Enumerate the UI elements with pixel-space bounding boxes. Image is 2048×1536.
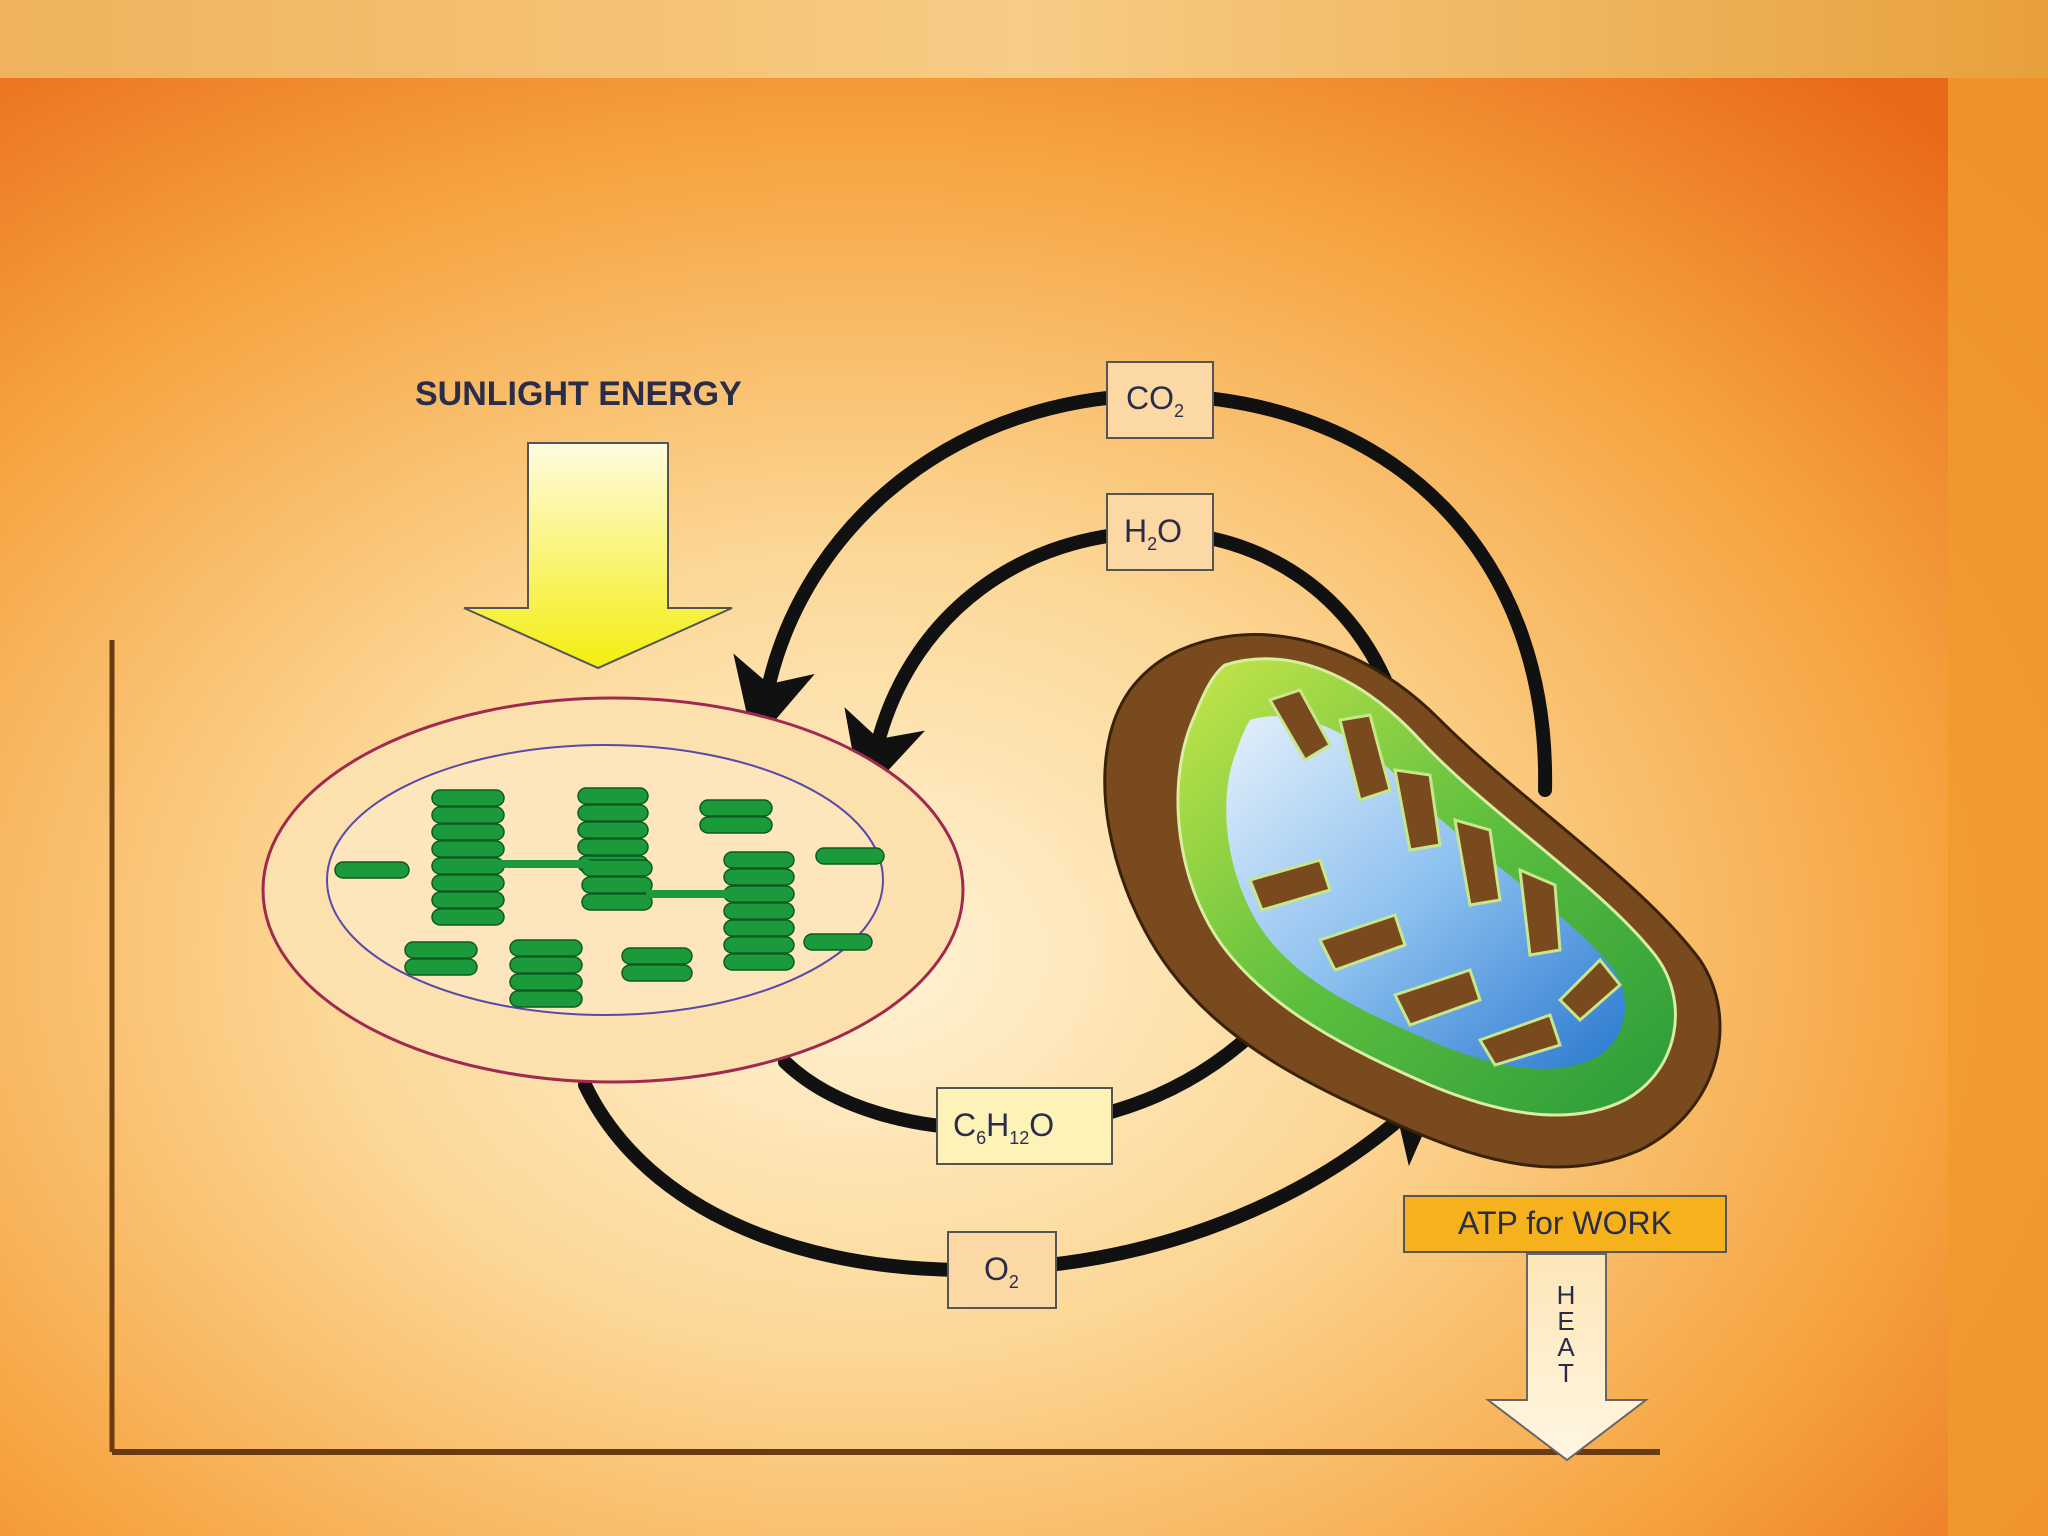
thylakoid-disc	[699, 816, 773, 834]
co2-label: CO2	[1106, 361, 1214, 439]
svg-text:C6H12O: C6H12O	[953, 1107, 1054, 1148]
glucose-label: C6H12O	[936, 1087, 1113, 1165]
glucose-o: O	[1029, 1107, 1054, 1143]
atp-text: ATP for WORK	[1458, 1205, 1672, 1241]
thylakoid-disc	[431, 908, 505, 926]
thylakoid-disc	[723, 885, 795, 903]
thylakoid-disc	[723, 919, 795, 937]
thylakoid-disc	[431, 823, 505, 841]
h2o-h: H	[1124, 513, 1147, 549]
heat-letter-1: H	[1557, 1280, 1576, 1310]
h2o-o: O	[1157, 513, 1182, 549]
thylakoid-disc	[815, 847, 885, 865]
co2-main: CO	[1126, 380, 1174, 416]
thylakoid-disc	[723, 902, 795, 920]
heat-letter-2: E	[1557, 1306, 1574, 1336]
glucose-h-sub: 12	[1009, 1128, 1029, 1148]
thylakoid-disc	[431, 806, 505, 824]
thylakoid-disc	[509, 939, 583, 957]
right-edge-strip	[1948, 78, 2048, 1536]
heat-letter-3: A	[1557, 1332, 1575, 1362]
stroma-lamella	[646, 890, 732, 898]
glucose-h: H	[986, 1107, 1009, 1143]
thylakoid-disc	[431, 857, 505, 875]
co2-sub: 2	[1174, 401, 1184, 421]
h2o-label: H2O	[1106, 493, 1214, 571]
thylakoid-disc	[509, 990, 583, 1008]
thylakoid-disc	[577, 838, 649, 856]
o2-main: O	[984, 1251, 1009, 1287]
heat-letter-4: T	[1558, 1358, 1574, 1388]
glucose-c: C	[953, 1107, 976, 1143]
heat-arrow: H E A T	[1485, 1253, 1649, 1462]
mitochondrion-cristae	[1247, 688, 1623, 1067]
sunlight-arrow	[463, 442, 733, 670]
o2-sub: 2	[1009, 1272, 1019, 1292]
svg-text:CO2: CO2	[1126, 380, 1184, 421]
thylakoid-disc	[723, 851, 795, 869]
mitochondrion	[1103, 633, 1722, 1169]
thylakoid-disc	[581, 876, 653, 894]
thylakoid-disc	[699, 799, 773, 817]
thylakoid-disc	[723, 936, 795, 954]
thylakoid-disc	[431, 840, 505, 858]
thylakoid-disc	[431, 789, 505, 807]
thylakoid-disc	[334, 861, 410, 879]
thylakoid-disc	[723, 953, 795, 971]
thylakoid-stacks	[334, 787, 885, 1008]
sunlight-energy-title: SUNLIGHT ENERGY	[415, 375, 742, 413]
thylakoid-disc	[723, 868, 795, 886]
stroma-lamella	[500, 860, 590, 868]
svg-text:O2: O2	[984, 1251, 1019, 1292]
thylakoid-disc	[803, 933, 873, 951]
thylakoid-disc	[621, 964, 693, 982]
thylakoid-disc	[431, 874, 505, 892]
mitochondrion-matrix	[1226, 716, 1626, 1069]
o2-label: O2	[947, 1231, 1057, 1309]
thylakoid-disc	[404, 958, 478, 976]
thylakoid-disc	[577, 821, 649, 839]
top-banner	[0, 0, 2048, 78]
thylakoid-disc	[404, 941, 478, 959]
thylakoid-disc	[581, 859, 653, 877]
chloroplast	[261, 696, 965, 1084]
atp-label: ATP for WORK	[1403, 1195, 1727, 1253]
glucose-c-sub: 6	[976, 1128, 986, 1148]
thylakoid-disc	[621, 947, 693, 965]
thylakoid-disc	[509, 973, 583, 991]
h2o-sub: 2	[1147, 534, 1157, 554]
svg-text:H2O: H2O	[1124, 513, 1182, 554]
thylakoid-disc	[431, 891, 505, 909]
thylakoid-disc	[577, 787, 649, 805]
thylakoid-disc	[577, 804, 649, 822]
thylakoid-disc	[581, 893, 653, 911]
thylakoid-disc	[509, 956, 583, 974]
